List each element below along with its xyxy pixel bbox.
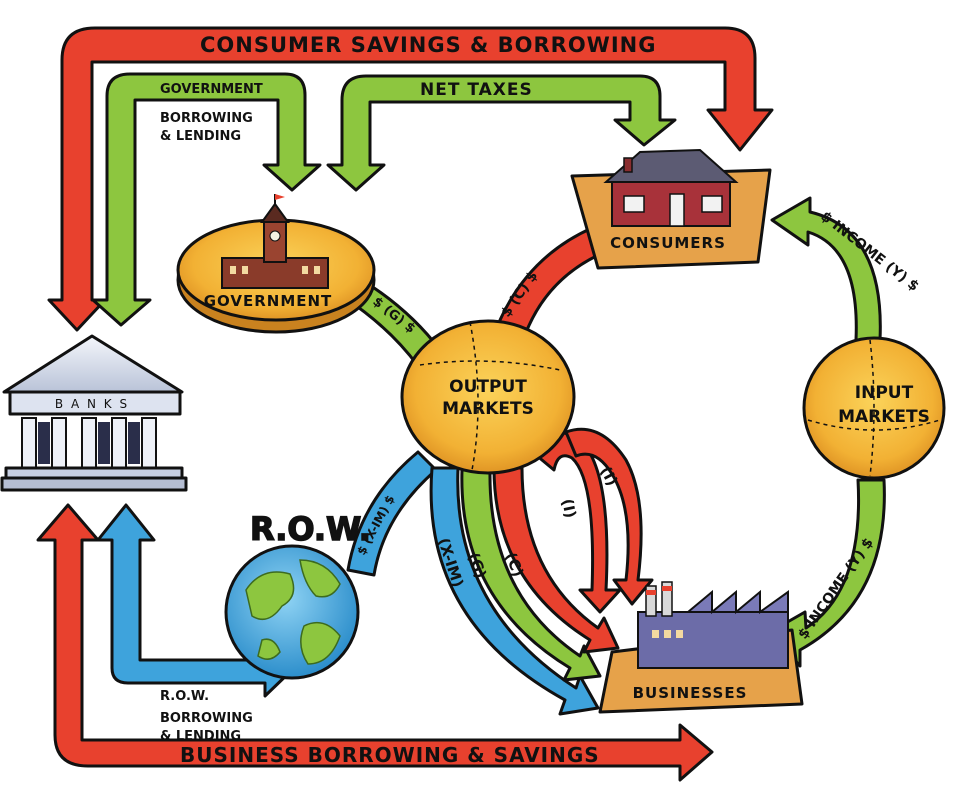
business-borrowing-label: BUSINESS BORROWING & SAVINGS <box>180 743 600 767</box>
globe-icon <box>245 559 341 665</box>
row-label: R.O.W. <box>250 510 371 548</box>
government-borrowing-label-1: GOVERNMENT <box>160 82 263 97</box>
banks-node <box>0 334 188 492</box>
income-lower-arrow <box>768 478 886 668</box>
government-borrowing-label-2: BORROWING <box>160 111 253 126</box>
stream-investment-label: (I) <box>558 497 580 520</box>
net-taxes-arrow <box>326 74 677 192</box>
row-borrowing-arrow <box>96 503 294 698</box>
businesses-label: BUSINESSES <box>633 684 748 702</box>
input-markets-label-2: MARKETS <box>838 407 930 427</box>
output-markets-label-1: OUTPUT <box>449 377 527 397</box>
consumers-node <box>570 148 772 270</box>
house-icon <box>603 148 739 227</box>
businesses-node <box>598 581 804 714</box>
output-markets-label-2: MARKETS <box>442 399 534 419</box>
input-markets-label-1: INPUT <box>855 383 914 403</box>
row-node <box>224 544 360 680</box>
income-lower-label: $ INCOME (Y) $ <box>795 535 877 642</box>
row-borrowing-label-2: BORROWING <box>160 711 253 726</box>
stream-consumer <box>492 466 620 654</box>
row-borrowing-label-3: & LENDING <box>160 729 241 744</box>
government-borrowing-label-3: & LENDING <box>160 129 241 144</box>
consumer-savings-arrow <box>47 26 774 332</box>
business-borrowing-arrow <box>36 503 714 782</box>
stream-government <box>460 468 602 682</box>
government-borrowing-arrow <box>91 72 322 327</box>
consumers-label: CONSUMERS <box>610 234 726 252</box>
factory-icon <box>637 581 789 669</box>
net-taxes-label: NET TAXES <box>420 80 533 100</box>
output-markets-node <box>400 319 576 475</box>
income-upper-arrow <box>770 196 882 342</box>
input-markets-node <box>802 336 946 480</box>
stream-investment-2 <box>564 427 654 606</box>
stream-net-exports <box>429 466 600 716</box>
consumer-savings-label: CONSUMER SAVINGS & BORROWING <box>200 33 656 57</box>
government-label: GOVERNMENT <box>204 292 333 310</box>
government-node <box>176 194 376 334</box>
government-building-icon <box>221 194 329 289</box>
row-borrowing-label-1: R.O.W. <box>160 689 209 704</box>
banks-label: B A N K S <box>55 397 129 411</box>
